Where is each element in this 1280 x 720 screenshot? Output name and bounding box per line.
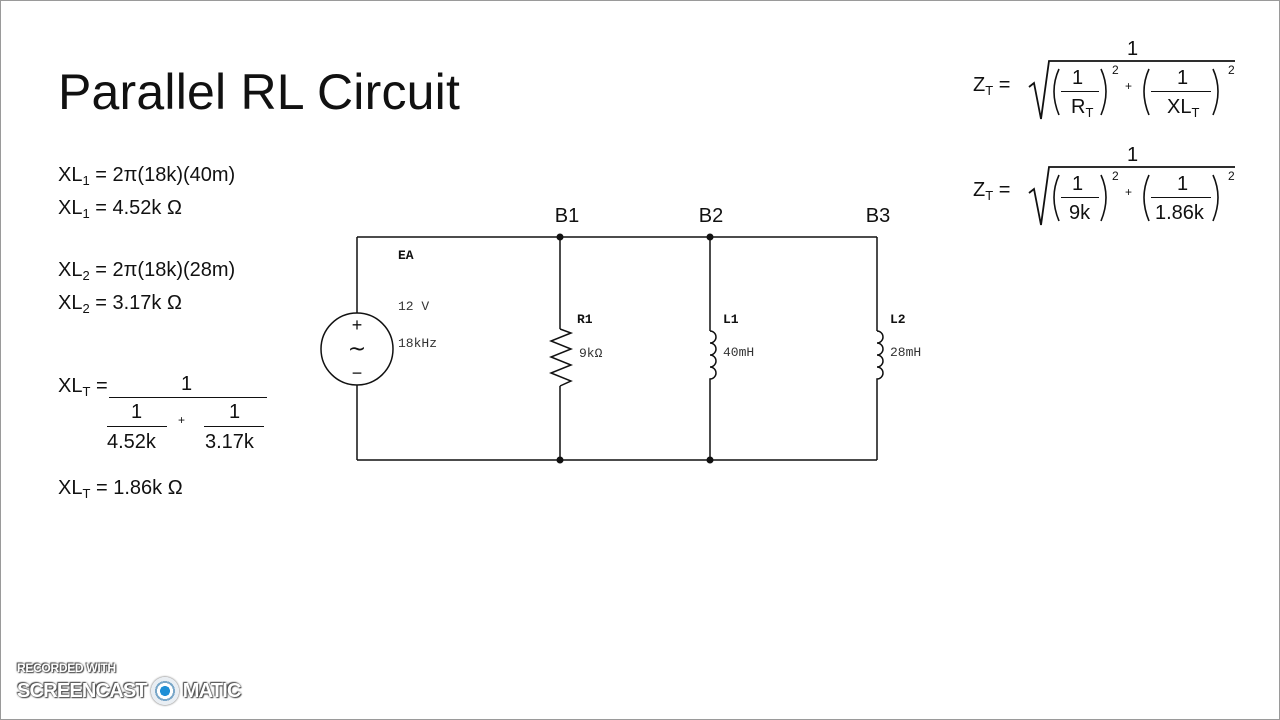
zt-numeric-exponent-1: 2 — [1112, 169, 1119, 183]
l1-value: 40mH — [723, 345, 754, 360]
r1-value: 9kΩ — [579, 346, 603, 361]
slide-title: Parallel RL Circuit — [58, 64, 461, 120]
zt-numeric-plus: + — [1125, 185, 1133, 199]
screencast-logo-icon — [150, 677, 179, 705]
zt-numeric-term2-denominator: 1.86k — [1155, 202, 1204, 224]
watermark-right: MATIC — [182, 679, 242, 702]
inductor-l2-symbol — [876, 330, 884, 381]
zt-numeric-numerator: 1 — [1127, 144, 1139, 166]
zt-general-exponent-1: 2 — [1112, 63, 1119, 77]
xl1-result: XL1 = 4.52k Ω — [58, 197, 182, 221]
sqrt-sign-general — [1028, 60, 1235, 120]
source-voltage: 12 V — [398, 299, 429, 314]
xl1-formula: XL1 = 2π(18k)(40m) — [58, 164, 236, 188]
node-label-b1: B1 — [555, 205, 579, 227]
screencast-watermark: RECORDED WITH SCREENCAST MATIC — [17, 661, 241, 705]
source-minus: − — [352, 363, 363, 383]
sqrt-sign-numeric — [1028, 166, 1235, 226]
zt-numeric-term1-numerator: 1 — [1072, 173, 1084, 195]
zt-numeric-term1-denominator: 9k — [1069, 202, 1091, 224]
zt-general-term1-numerator: 1 — [1072, 67, 1084, 89]
zt-numeric-term1-bar — [1061, 197, 1099, 198]
source-plus: + — [352, 315, 363, 335]
zt-general-term2-bar — [1151, 91, 1211, 92]
r1-name: R1 — [577, 312, 593, 327]
node-dots — [556, 233, 714, 464]
parens-numeric — [1053, 174, 1219, 222]
ac-source-symbol: + ~ − — [320, 312, 394, 386]
node-label-b3: B3 — [866, 205, 890, 227]
xlt-result: XLT = 1.86k Ω — [58, 477, 183, 501]
watermark-recorded-with: RECORDED WITH — [17, 661, 116, 675]
node-label-b2: B2 — [699, 205, 723, 227]
zt-general-exponent-2: 2 — [1228, 63, 1235, 77]
inductor-l1-symbol — [709, 330, 717, 381]
zt-general-term2-denominator: XLT — [1167, 96, 1200, 120]
parens-general — [1053, 68, 1219, 116]
zt-numeric-term2-bar — [1151, 197, 1211, 198]
xlt-term1-bar — [107, 426, 167, 427]
resistor-r1-symbol — [548, 328, 574, 387]
zt-general-term1-denominator: RT — [1071, 96, 1094, 120]
zt-numeric-term2-numerator: 1 — [1177, 173, 1189, 195]
zt-general-numerator: 1 — [1127, 38, 1139, 60]
xlt-term1-denominator: 4.52k — [107, 431, 156, 453]
l1-name: L1 — [723, 312, 739, 327]
xlt-term2-numerator: 1 — [229, 401, 241, 423]
xlt-term1-numerator: 1 — [131, 401, 143, 423]
xl2-formula: XL2 = 2π(18k)(28m) — [58, 259, 236, 283]
source-name: EA — [398, 248, 414, 263]
zt-general-term2-numerator: 1 — [1177, 67, 1189, 89]
watermark-left: SCREENCAST — [17, 679, 148, 702]
zt-general-plus: + — [1125, 79, 1133, 93]
zt-general-term1-bar — [1061, 91, 1099, 92]
l2-value: 28mH — [890, 345, 921, 360]
xlt-term2-bar — [204, 426, 264, 427]
xl2-result: XL2 = 3.17k Ω — [58, 292, 182, 316]
xlt-term2-denominator: 3.17k — [205, 431, 254, 453]
l2-name: L2 — [890, 312, 906, 327]
source-frequency: 18kHz — [398, 336, 437, 351]
zt-numeric-exponent-2: 2 — [1228, 169, 1235, 183]
source-wave: ~ — [348, 337, 366, 362]
circuit-wires — [356, 236, 878, 461]
xlt-numerator: 1 — [181, 373, 193, 395]
xlt-fraction-bar — [109, 397, 267, 398]
xlt-plus: + — [178, 413, 186, 427]
